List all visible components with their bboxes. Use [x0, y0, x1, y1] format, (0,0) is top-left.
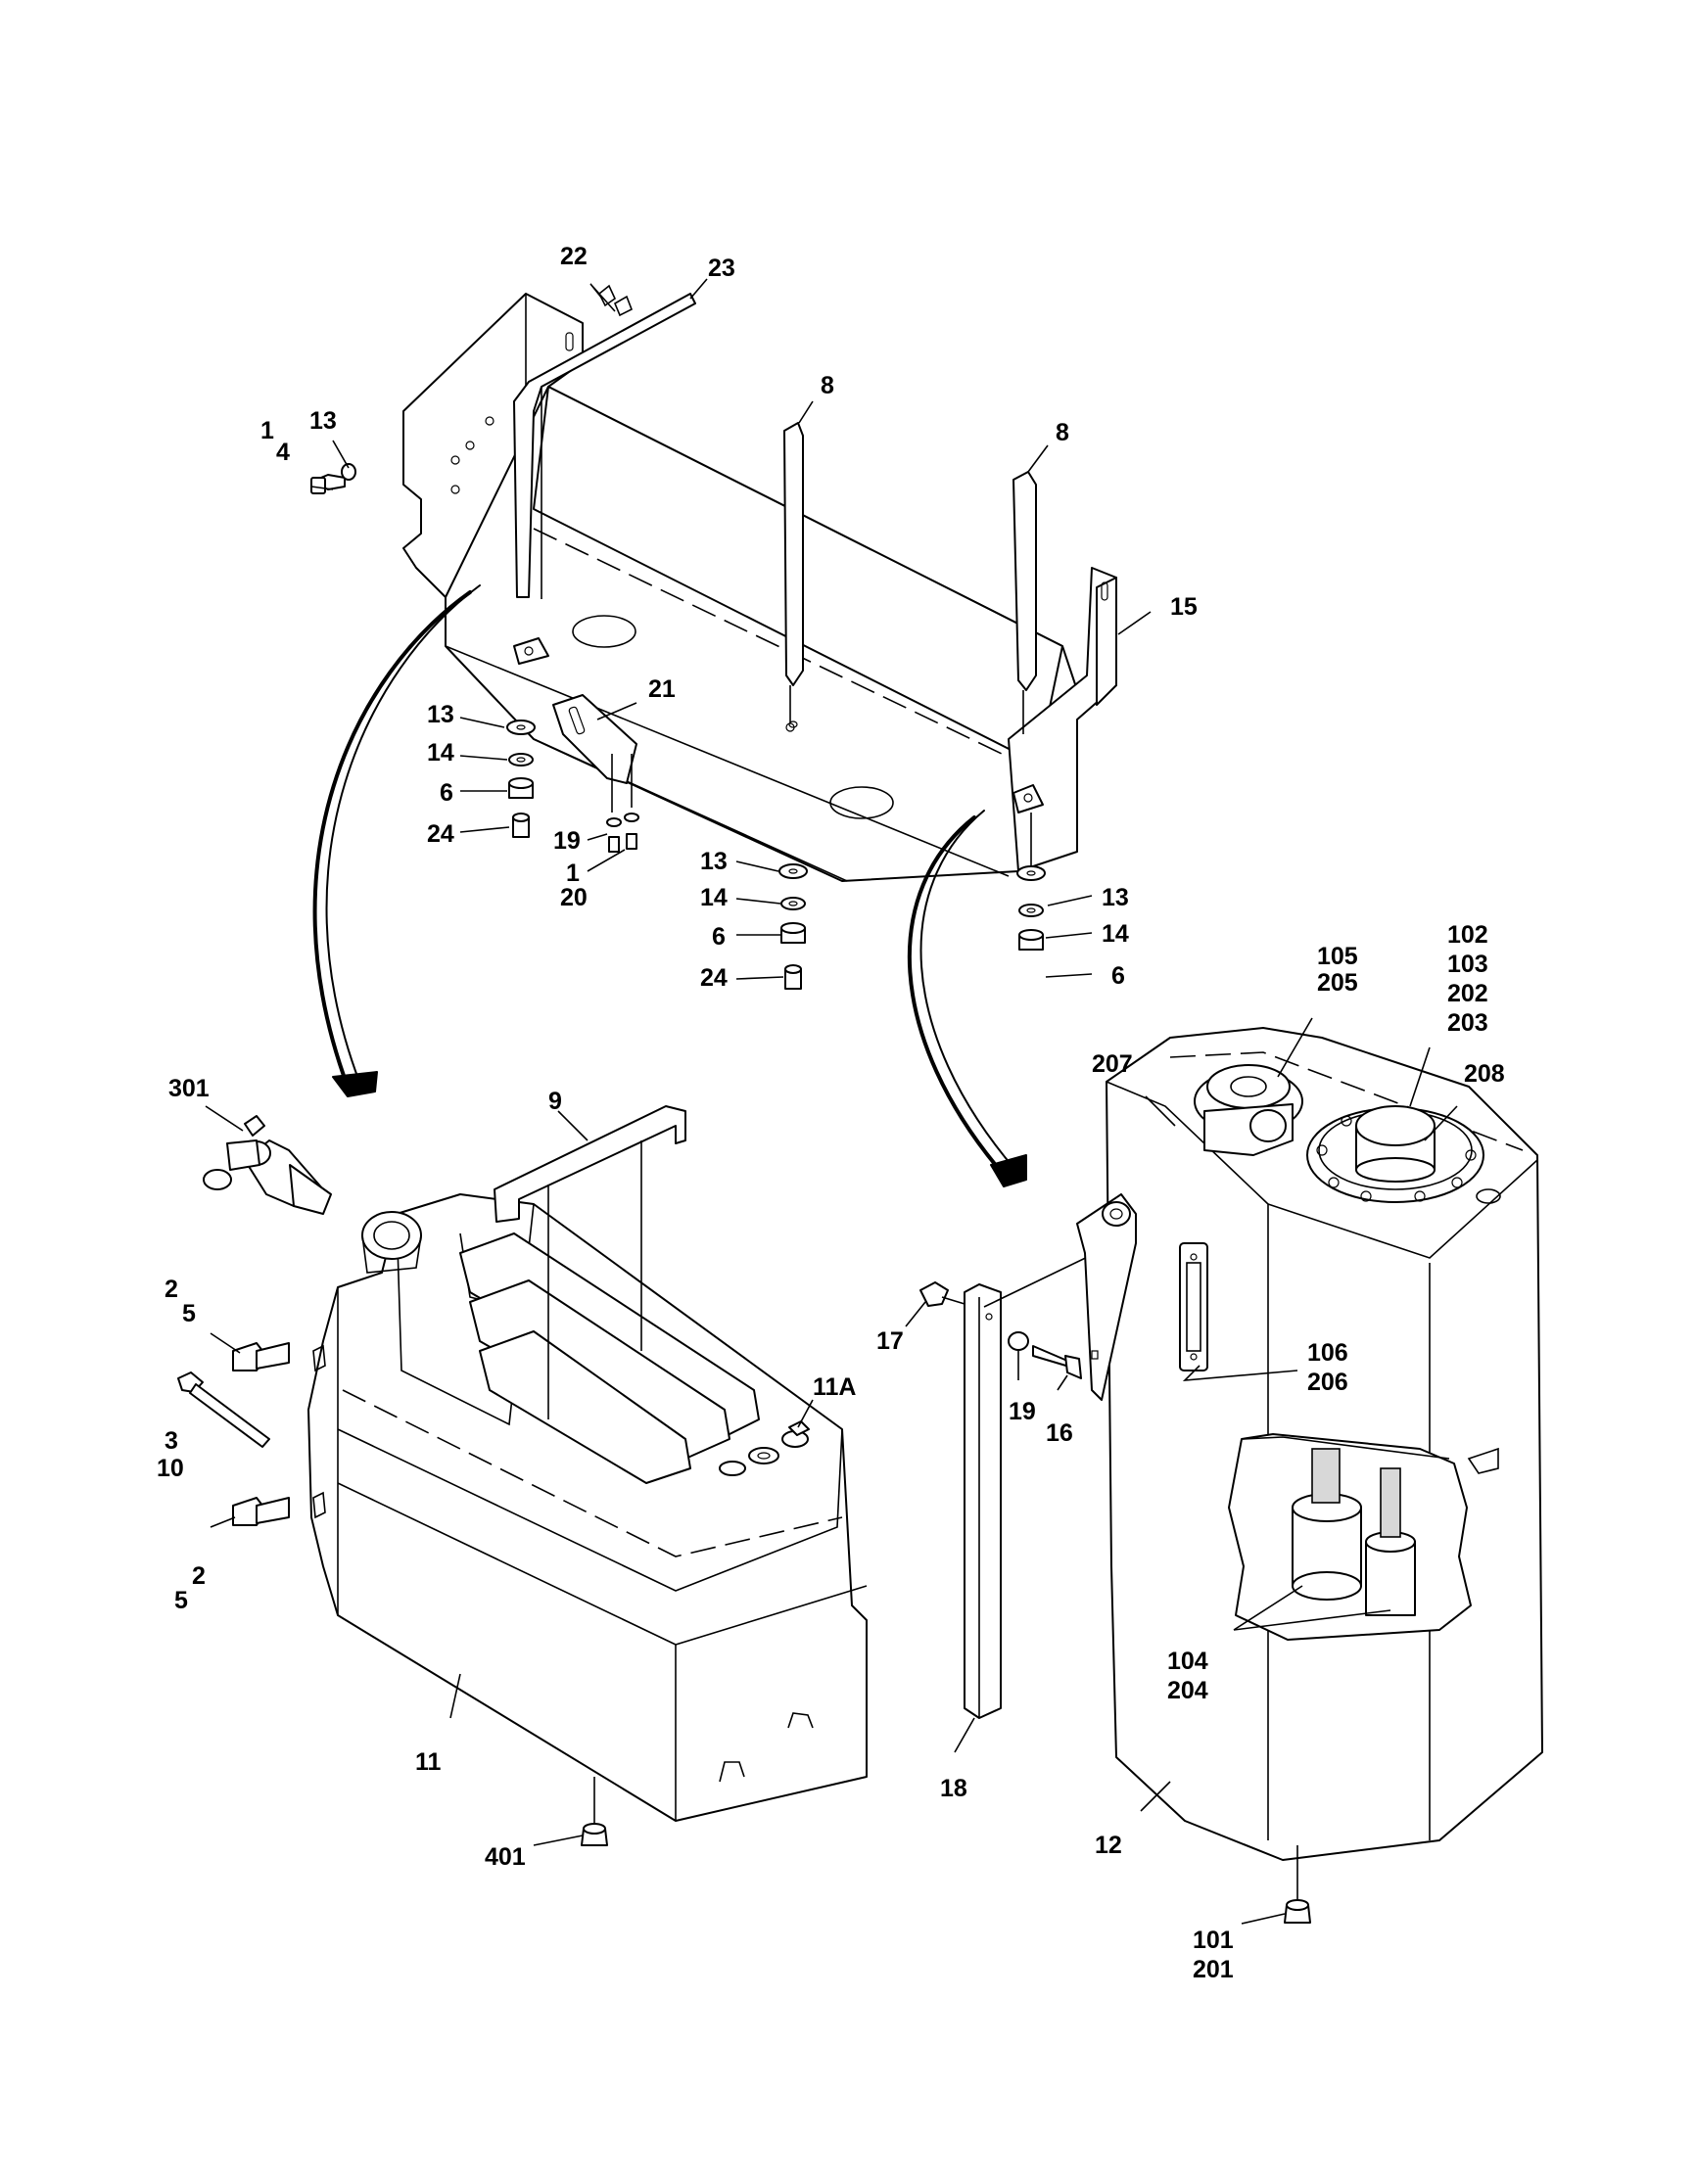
callout-3: 3 — [165, 1427, 178, 1455]
bolt-16 — [1032, 1345, 1082, 1379]
hardware-19-20 — [606, 754, 639, 853]
hardware-stack-left — [506, 720, 536, 838]
callout-19: 19 — [1009, 1398, 1036, 1425]
assembly-arrow-right — [907, 810, 1027, 1187]
callout-22: 22 — [560, 243, 588, 270]
callout-8: 8 — [821, 372, 834, 399]
callout-8: 8 — [1056, 419, 1069, 446]
washer-19 — [1008, 1331, 1029, 1351]
callout-23: 23 — [708, 255, 735, 282]
callout-14: 14 — [427, 739, 454, 767]
callout-19: 19 — [553, 827, 581, 855]
drain-plug-101-201 — [1284, 1845, 1311, 1924]
callout-401: 401 — [485, 1843, 526, 1871]
callout-206: 206 — [1307, 1369, 1348, 1396]
callout-203: 203 — [1447, 1009, 1488, 1037]
callout-13: 13 — [700, 848, 728, 875]
callout-13: 13 — [1102, 884, 1129, 911]
callout-205: 205 — [1317, 969, 1358, 997]
fuel-tank-11 — [307, 1193, 868, 1822]
hardware-stack-center — [778, 863, 808, 990]
callout-2: 2 — [192, 1562, 206, 1590]
fuel-tank-12 — [1076, 1027, 1543, 1861]
callout-13: 13 — [427, 701, 454, 728]
callout-11: 11 — [415, 1748, 442, 1776]
callout-24: 24 — [700, 964, 728, 992]
callout-104: 104 — [1167, 1648, 1208, 1675]
callout-labels: 22 23 1 4 13 8 8 15 21 13 14 6 24 19 1 2… — [157, 243, 1505, 1983]
filler-cap-301 — [203, 1115, 332, 1215]
callout-6: 6 — [712, 923, 726, 951]
callout-1: 1 — [260, 417, 274, 444]
callout-5: 5 — [182, 1300, 196, 1327]
callout-202: 202 — [1447, 980, 1488, 1007]
callout-13: 13 — [309, 407, 337, 435]
callout-208: 208 — [1464, 1060, 1505, 1088]
fitting-3-10 — [177, 1371, 270, 1448]
plug-2-5-upper — [232, 1342, 290, 1371]
callout-6: 6 — [1111, 962, 1125, 990]
callout-14: 14 — [1102, 920, 1129, 948]
callout-1: 1 — [566, 860, 580, 887]
callout-301: 301 — [168, 1075, 210, 1102]
callout-18: 18 — [940, 1775, 967, 1802]
leader-lines — [205, 278, 1458, 1925]
callout-6: 6 — [440, 779, 453, 807]
callout-24: 24 — [427, 820, 454, 848]
clips-22 — [597, 284, 634, 317]
callout-204: 204 — [1167, 1677, 1208, 1704]
callout-14: 14 — [700, 884, 728, 911]
callout-102: 102 — [1447, 921, 1488, 949]
callout-103: 103 — [1447, 951, 1488, 978]
callout-101: 101 — [1193, 1927, 1234, 1954]
callout-201: 201 — [1193, 1956, 1234, 1983]
callout-4: 4 — [276, 439, 290, 466]
callout-106: 106 — [1307, 1339, 1348, 1367]
callout-20: 20 — [560, 884, 588, 911]
callout-5: 5 — [174, 1587, 188, 1614]
callout-15: 15 — [1170, 593, 1198, 621]
callout-207: 207 — [1092, 1050, 1133, 1078]
callout-11A: 11A — [813, 1373, 856, 1401]
bolt-4 — [310, 474, 346, 494]
washer-13-top — [341, 463, 356, 481]
callout-17: 17 — [876, 1327, 904, 1355]
callout-105: 105 — [1317, 943, 1358, 970]
callout-9: 9 — [548, 1088, 562, 1115]
callout-16: 16 — [1046, 1419, 1073, 1447]
drain-plug-401 — [581, 1777, 608, 1846]
callout-2: 2 — [165, 1276, 178, 1303]
plug-2-5-lower — [232, 1497, 290, 1526]
assembly-arrow-left — [312, 584, 481, 1097]
bar-18 — [964, 1283, 1002, 1719]
callout-12: 12 — [1095, 1832, 1122, 1859]
strap-9 — [494, 1105, 686, 1419]
strap-23 — [513, 293, 696, 599]
strap-8-center — [783, 422, 804, 732]
callout-21: 21 — [648, 675, 676, 703]
callout-10: 10 — [157, 1455, 184, 1482]
hardware-stack-right — [1016, 813, 1046, 951]
